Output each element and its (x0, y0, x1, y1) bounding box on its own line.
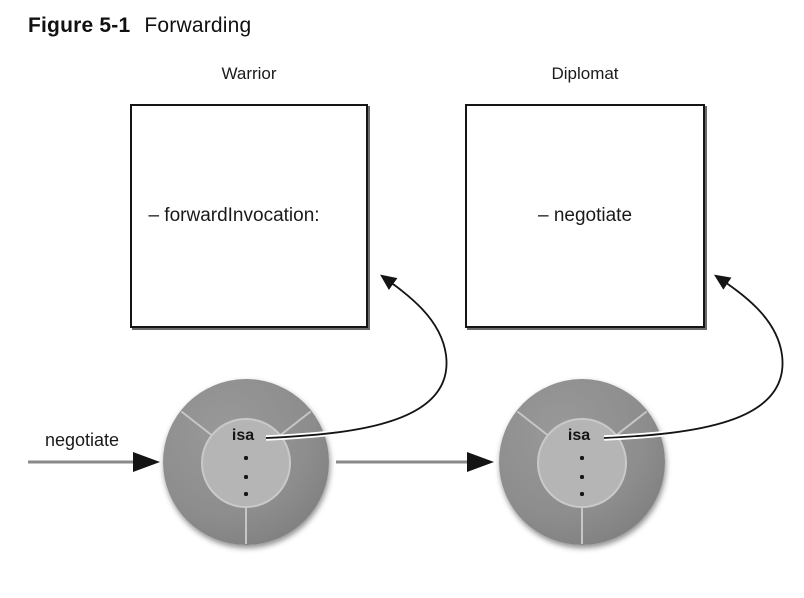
isa-label: isa (567, 427, 591, 444)
figure-number: Figure 5-1 (28, 14, 131, 37)
instance-circle-diplomat: isa (499, 379, 665, 545)
figure-title: Figure 5-1 Forwarding (28, 14, 251, 38)
class-box-diplomat: – negotiate (465, 104, 705, 328)
instance-circle-warrior: isa (163, 379, 329, 545)
figure-caption: Forwarding (144, 14, 252, 37)
class-name-diplomat: Diplomat (551, 64, 619, 83)
isa-label: isa (231, 427, 255, 444)
ellipsis-dot (580, 492, 584, 496)
ellipsis-dot (244, 475, 248, 479)
class-name-warrior: Warrior (221, 64, 277, 83)
method-label-forwardinvocation: – forwardInvocation: (148, 205, 320, 226)
negotiate-arrowhead-icon (133, 452, 160, 472)
ellipsis-dot (244, 492, 248, 496)
method-label-negotiate: – negotiate (537, 205, 633, 226)
ellipsis-dot (580, 475, 584, 479)
ellipsis-dot (580, 456, 584, 460)
message-label-negotiate: negotiate (44, 430, 120, 450)
forward-arrowhead-icon (467, 452, 494, 472)
ellipsis-dot (244, 456, 248, 460)
class-box-warrior: – forwardInvocation: (130, 104, 368, 328)
